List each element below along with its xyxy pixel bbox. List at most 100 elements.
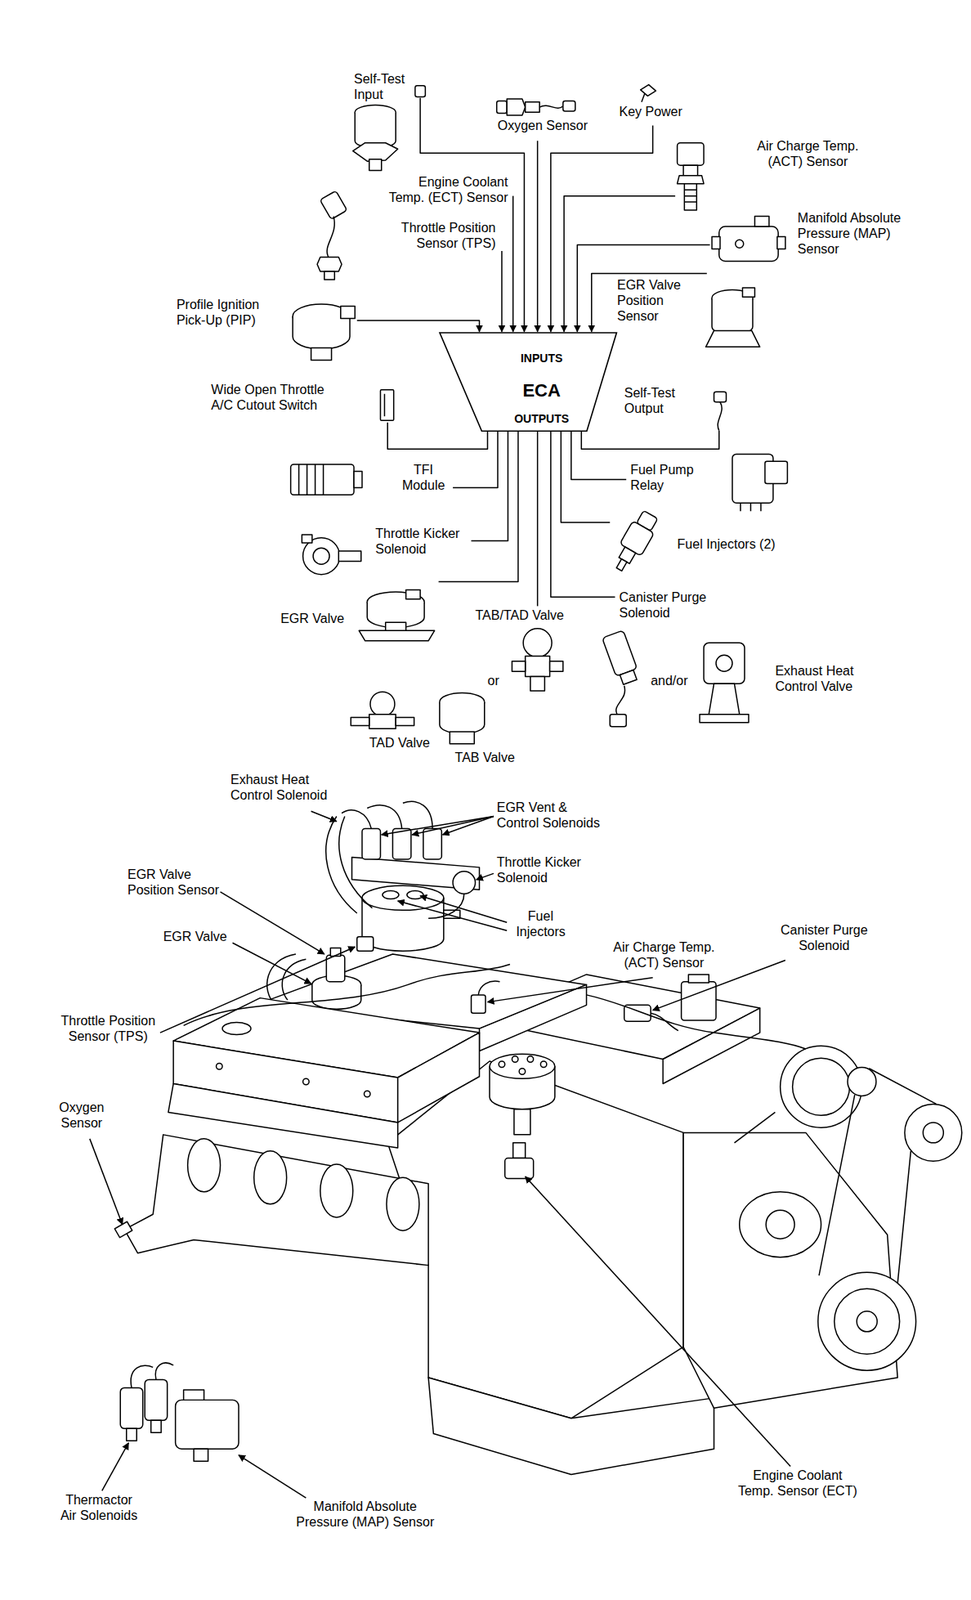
key-power-lead [641,93,645,103]
canister-lead [650,1012,679,1030]
control-module-box: INPUTSECAOUTPUTS [438,331,618,432]
component-label: Throttle Position Sensor (TPS) [60,1012,157,1044]
intake-manifold-side [479,984,587,1051]
relay-plug [765,460,788,484]
distributor-top [489,1053,555,1079]
component-label: Manifold Absolute Pressure (MAP) Sensor [295,1498,435,1530]
leader-line [160,946,355,1033]
map-port [735,239,744,248]
map-plug [183,1389,205,1400]
fuel-injector [382,890,399,900]
module-heading: OUTPUTS [514,411,569,426]
component-label: EGR Vent & Control Solenoids [496,799,602,831]
tab-tad-port [550,661,564,672]
oxygen-wire [536,140,538,332]
act-thread-lines [684,189,697,202]
alternator-bracket [733,1111,775,1142]
wot-switch-line [384,393,385,417]
canister-body [602,630,638,676]
ect-sensor [513,1142,526,1159]
self-test-output-lead [717,402,722,431]
act-sensor [471,994,486,1013]
component-label: EGR Valve Position Sensor [617,277,682,324]
switch-port [369,159,382,171]
map-connector [754,216,769,227]
act-thread [684,183,697,211]
component-label: Wide Open Throttle A/C Cutout Switch [210,381,326,413]
engine [114,885,962,1474]
self-test-output-plug [714,391,727,402]
pip-body [292,316,350,350]
heat-valve-port [715,654,733,672]
component-label: Self-Test Output [624,384,677,417]
wot-wire [387,422,488,449]
exhaust-port [187,1138,221,1192]
ect-wire [512,196,514,332]
kicker-solenoid [452,871,475,894]
component-label: Fuel Injectors (2) [677,536,778,552]
tfi-fins [299,464,324,495]
engine-block [387,1060,684,1419]
component-label: Key Power [618,103,684,120]
kicker-plug [301,534,312,543]
act-neck [683,165,698,175]
leader-line [476,872,494,879]
output-wires [387,422,720,607]
solenoid-body [423,827,442,859]
solenoid-body [392,827,411,859]
component-label: TAD Valve [369,734,432,751]
egr-sensor-base [706,330,761,347]
component-label: Thermactor Air Solenoids [59,1491,139,1523]
module-outline-shape [439,332,617,431]
alternator-pulley [847,1066,877,1096]
cover-bolt [303,1078,309,1084]
ect-tip [324,271,335,280]
kicker-wire [471,431,509,542]
tfi-plug [353,471,363,488]
act-lead [478,980,500,995]
cover-bolt [216,1063,223,1070]
cap-post [511,1056,518,1062]
leader-line [442,815,494,834]
exhaust-port [386,1176,420,1231]
component-label: Exhaust Heat Control Solenoid [230,771,329,803]
fuel-pump-wire [571,431,627,480]
component-label: Canister Purge Solenoid [618,589,707,621]
oxygen-plug [563,101,576,112]
tfi-wire [452,431,498,488]
heat-valve-base [699,714,749,723]
drive-belt [818,1068,937,1284]
tps-wire [501,250,502,332]
vacuum-nipple [126,1427,137,1441]
kicker-center [313,547,330,564]
kicker-port [338,550,361,561]
tad-port [350,716,369,725]
component-label: Air Charge Temp. (ACT) Sensor [756,138,860,170]
canister-port [619,670,637,685]
tab-tad-wire [536,431,538,606]
tab-body [439,702,485,734]
component-label: TAB Valve [455,749,517,766]
tps-sensor [357,936,374,951]
solenoid-bundle [326,800,480,918]
ignition-coil [681,981,716,1021]
self-test-output-wire [581,430,719,449]
heat-valve-arm [708,683,739,714]
module-heading: ECA [522,380,560,402]
ect-connector [319,190,347,220]
fan-hub [922,1122,944,1143]
crank-pulley-inner [834,1288,900,1354]
wiring-harness [183,963,511,1025]
cover-bolt [364,1090,371,1097]
component-label: TAB/TAD Valve [475,607,566,623]
leader-line [487,977,653,1003]
water-pump [739,1191,822,1258]
component-label: Air Charge Temp. (ACT) Sensor [612,939,716,971]
relay-pins [740,502,761,511]
solenoid-wire [366,805,402,829]
egr-valve-port [406,589,421,599]
fuel-injector [407,890,424,900]
thermactor-solenoid [144,1378,167,1420]
component-label: EGR Valve [163,928,229,945]
component-label: Engine Coolant Temp. Sensor (ECT) [737,1467,858,1499]
